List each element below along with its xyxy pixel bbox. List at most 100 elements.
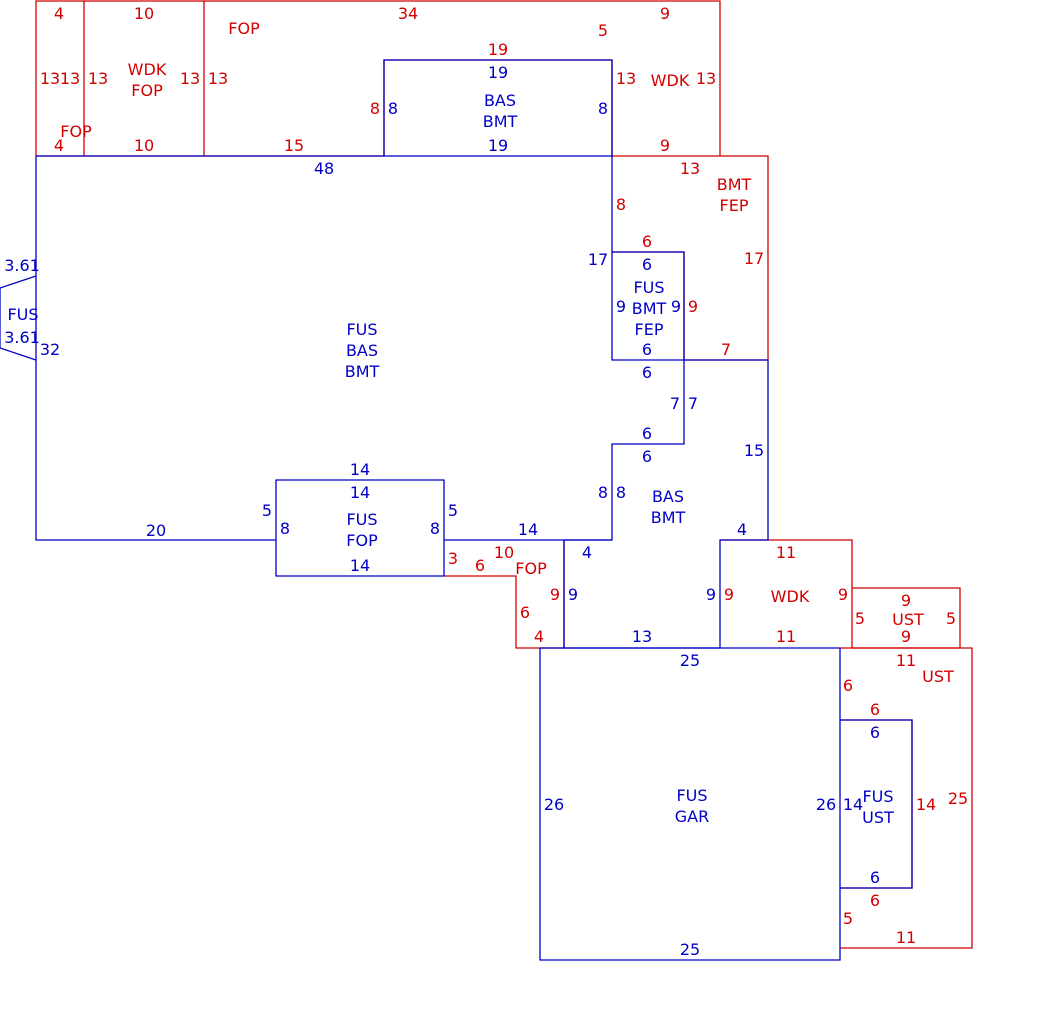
dimension-label: 11 bbox=[776, 627, 796, 646]
dimension-label: 9 bbox=[550, 585, 560, 604]
dimension-label: 8 bbox=[598, 99, 608, 118]
dimension-label: 9 bbox=[724, 585, 734, 604]
dimension-label: 4 bbox=[534, 627, 544, 646]
dimension-label: 9 bbox=[660, 4, 670, 23]
dimension-label: 4 bbox=[582, 543, 592, 562]
dimension-label: 9 bbox=[901, 627, 911, 646]
dimension-label: 10 bbox=[134, 4, 154, 23]
dimension-label: 8 bbox=[616, 195, 626, 214]
dimension-label: 6 bbox=[642, 255, 652, 274]
dimension-label: 26 bbox=[816, 795, 836, 814]
bmt-inner-box bbox=[612, 251, 685, 360]
dimension-label: 14 bbox=[518, 520, 538, 539]
dimension-label: 5 bbox=[448, 501, 458, 520]
dimension-label: 19 bbox=[488, 40, 508, 59]
bas-right-outline bbox=[563, 359, 769, 649]
dimension-label: 14 bbox=[350, 556, 370, 575]
dimension-label: 6 bbox=[642, 447, 652, 466]
dimension-label: 8 bbox=[280, 519, 290, 538]
dimension-label: 9 bbox=[568, 585, 578, 604]
area-label-ust-small: UST bbox=[892, 610, 924, 629]
dimension-label: 4 bbox=[737, 520, 747, 539]
area-label-bas-right: BAS bbox=[652, 487, 684, 506]
dimension-label: 6 bbox=[642, 363, 652, 382]
dimensions-blue: 48 32 20 17 3.61 3.61 14 14 14 5 8 8 5 6… bbox=[4, 63, 880, 959]
dimension-label: 9 bbox=[688, 297, 698, 316]
area-label-fus-inset: FUS bbox=[633, 278, 664, 297]
area-label-ust-large: UST bbox=[922, 667, 954, 686]
dimension-label: 13 bbox=[208, 69, 228, 88]
fus-bay-window bbox=[0, 275, 37, 361]
area-label-fep: FEP bbox=[720, 196, 749, 215]
dimension-label: 13 bbox=[60, 69, 80, 88]
area-label-fop-top: FOP bbox=[228, 19, 260, 38]
dimension-label: 13 bbox=[680, 159, 700, 178]
dimension-label: 13 bbox=[40, 69, 60, 88]
blue-outlines bbox=[0, 59, 913, 961]
dimension-label: 6 bbox=[870, 723, 880, 742]
ust-large-outline bbox=[840, 647, 973, 949]
dimension-label: 17 bbox=[588, 250, 608, 269]
dimension-label: 6 bbox=[520, 603, 530, 622]
area-label-fop-corner: FOP bbox=[60, 122, 92, 141]
dimension-label: 15 bbox=[284, 136, 304, 155]
dimension-label: 48 bbox=[314, 159, 334, 178]
dimension-label: 25 bbox=[680, 651, 700, 670]
dimension-label: 19 bbox=[488, 63, 508, 82]
area-label-bmt-fep: BMT bbox=[717, 175, 752, 194]
area-label-fus-gar: FUS bbox=[676, 786, 707, 805]
dimension-label: 13 bbox=[696, 69, 716, 88]
area-label-wdk-mid: WDK bbox=[771, 587, 810, 606]
fop-wdk-top-outline bbox=[35, 0, 721, 156]
dimension-label: 6 bbox=[870, 700, 880, 719]
dimension-label: 6 bbox=[642, 340, 652, 359]
dimension-label: 14 bbox=[843, 795, 863, 814]
dimension-label: 14 bbox=[350, 483, 370, 502]
area-label-bas: BAS bbox=[346, 341, 378, 360]
area-label-bmt-inset: BMT bbox=[632, 299, 667, 318]
dimensions-red: 4 10 4 10 13 13 13 13 13 34 5 19 8 15 9 … bbox=[40, 4, 968, 947]
area-label-fus-bay: FUS bbox=[7, 305, 38, 324]
dimension-label: 3.61 bbox=[4, 256, 40, 275]
dimension-label: 6 bbox=[475, 556, 485, 575]
dimension-label: 6 bbox=[642, 424, 652, 443]
area-labels-red: WDK FOP FOP FOP WDK BMT FEP FOP WDK UST … bbox=[60, 19, 954, 686]
dimension-label: 6 bbox=[843, 676, 853, 695]
dimension-label: 9 bbox=[838, 585, 848, 604]
dimension-label: 9 bbox=[660, 136, 670, 155]
dimension-label: 4 bbox=[54, 4, 64, 23]
area-label-fop-step: FOP bbox=[515, 559, 547, 578]
dimension-label: 26 bbox=[544, 795, 564, 814]
area-label-ust: UST bbox=[862, 808, 894, 827]
area-labels-blue: FUS BAS BMT BAS BMT BAS BMT FUS BMT FEP … bbox=[7, 91, 894, 827]
dimension-label: 11 bbox=[896, 651, 916, 670]
area-label-fop-box: FOP bbox=[346, 531, 378, 550]
dimension-label: 6 bbox=[870, 868, 880, 887]
dimension-label: 7 bbox=[670, 394, 680, 413]
dimension-label: 20 bbox=[146, 521, 166, 540]
dimension-label: 15 bbox=[744, 441, 764, 460]
dimension-label: 25 bbox=[680, 940, 700, 959]
dimension-label: 7 bbox=[721, 340, 731, 359]
dimension-label: 8 bbox=[598, 483, 608, 502]
area-label-fus-fop: FUS bbox=[346, 510, 377, 529]
bas-bmt-top-outline bbox=[383, 59, 613, 156]
dimension-label: 9 bbox=[616, 297, 626, 316]
dimension-label: 5 bbox=[855, 609, 865, 628]
dimension-label: 34 bbox=[398, 4, 418, 23]
fus-ust-outline bbox=[840, 719, 913, 889]
dimension-label: 25 bbox=[948, 789, 968, 808]
dimension-label: 14 bbox=[916, 795, 936, 814]
dimension-label: 10 bbox=[494, 543, 514, 562]
dimension-label: 13 bbox=[88, 69, 108, 88]
area-label-gar: GAR bbox=[675, 807, 709, 826]
dimension-label: 7 bbox=[688, 394, 698, 413]
dimension-label: 8 bbox=[616, 483, 626, 502]
dimension-label: 17 bbox=[744, 249, 764, 268]
area-label-bas-top: BAS bbox=[484, 91, 516, 110]
area-label-bmt-right: BMT bbox=[651, 508, 686, 527]
dimension-label: 32 bbox=[40, 340, 60, 359]
dimension-label: 8 bbox=[388, 99, 398, 118]
dimension-label: 5 bbox=[262, 501, 272, 520]
dimension-label: 6 bbox=[642, 232, 652, 251]
